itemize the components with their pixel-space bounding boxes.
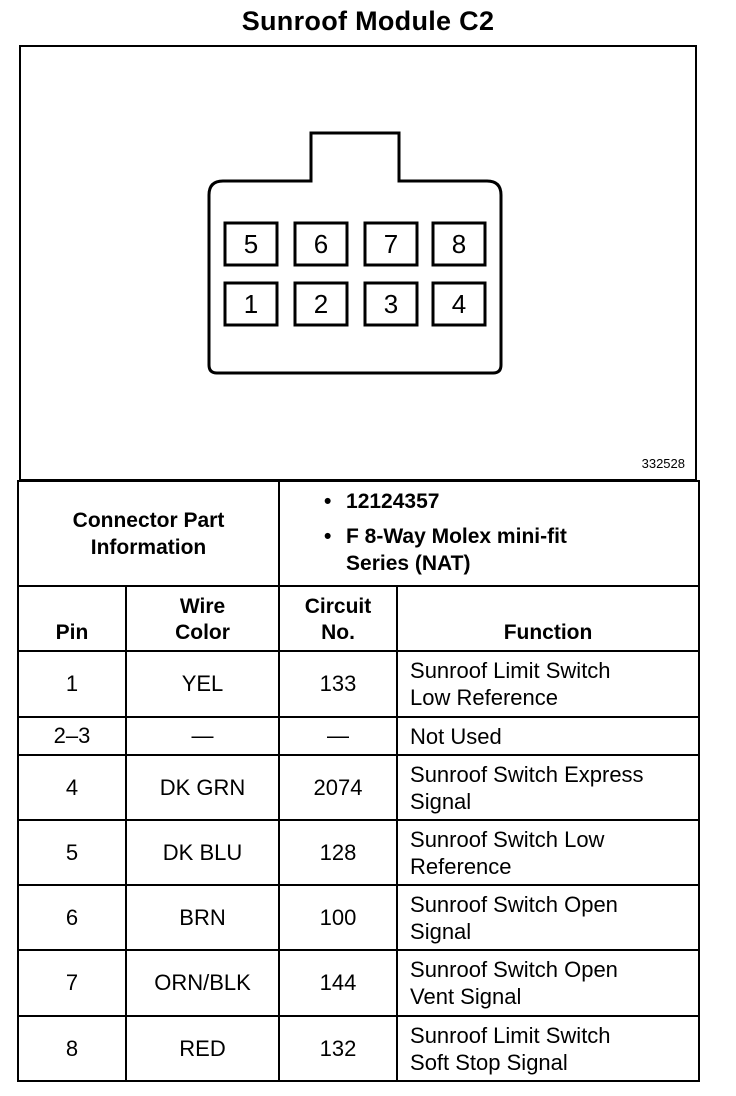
wire-color-cell: RED: [124, 1015, 281, 1082]
pin-cavity-2: [293, 281, 349, 327]
pin-cell: 8: [17, 1015, 127, 1082]
table-row: 1 YEL 133 Sunroof Limit Switch Low Refer…: [17, 650, 701, 718]
pin-cavity-3: [363, 281, 419, 327]
pin-cell: 1: [17, 650, 127, 718]
pin-cavity-6: [293, 221, 349, 267]
figure-number: 332528: [641, 456, 685, 471]
bullet: •: [324, 525, 332, 548]
circuit-cell: —: [278, 716, 399, 756]
pin-cell: 2–3: [17, 716, 127, 756]
part-info-label: Connector Part Information: [16, 480, 281, 587]
part-info-values: • 12124357 • F 8-Way Molex mini-fit Seri…: [278, 480, 701, 587]
function-cell: Sunroof Switch Express Signal: [396, 754, 701, 821]
bullet: •: [324, 490, 332, 513]
function-cell: Not Used: [396, 716, 701, 756]
function-cell: Sunroof Switch Open Signal: [396, 884, 701, 951]
wire-color-cell: YEL: [124, 650, 281, 718]
part-number-item: • 12124357: [280, 488, 698, 515]
pin-cavity-8: [431, 221, 487, 267]
connector-face-diagram: 5 6 7 8 1 2 3 4: [207, 131, 503, 375]
pin-number: 1: [244, 289, 258, 319]
table-row: 7 ORN/BLK 144 Sunroof Switch Open Vent S…: [17, 949, 701, 1017]
pin-number: 7: [384, 229, 398, 259]
header-function: Function: [396, 585, 701, 652]
pinout-table: Connector Part Information • 12124357 • …: [16, 480, 701, 1082]
wire-color-cell: —: [124, 716, 281, 756]
table-row: 6 BRN 100 Sunroof Switch Open Signal: [17, 884, 701, 951]
part-series-item: • F 8-Way Molex mini-fit Series (NAT): [280, 523, 698, 577]
header-circuit: Circuit No.: [278, 585, 399, 652]
part-info-row: Connector Part Information • 12124357 • …: [16, 480, 701, 587]
header-wire-color: Wire Color: [124, 585, 281, 652]
part-number: 12124357: [346, 490, 440, 513]
pin-number: 2: [314, 289, 328, 319]
connector-housing: [207, 131, 503, 375]
pin-number: 5: [244, 229, 258, 259]
wire-color-cell: BRN: [124, 884, 281, 951]
part-series: F 8-Way Molex mini-fit Series (NAT): [346, 525, 567, 575]
header-pin: Pin: [17, 585, 127, 652]
pin-number: 8: [452, 229, 466, 259]
function-cell: Sunroof Limit Switch Low Reference: [396, 650, 701, 718]
pin-cavity-5: [223, 221, 279, 267]
page-title: Sunroof Module C2: [241, 6, 495, 36]
pin-number: 6: [314, 229, 328, 259]
pin-cell: 7: [17, 949, 127, 1017]
function-cell: Sunroof Limit Switch Soft Stop Signal: [396, 1015, 701, 1082]
wire-color-cell: DK GRN: [124, 754, 281, 821]
function-cell: Sunroof Switch Open Vent Signal: [396, 949, 701, 1017]
table-row: 8 RED 132 Sunroof Limit Switch Soft Stop…: [17, 1015, 701, 1082]
circuit-cell: 144: [278, 949, 399, 1017]
circuit-cell: 100: [278, 884, 399, 951]
pin-number: 3: [384, 289, 398, 319]
connector-diagram-panel: 5 6 7 8 1 2 3 4 332528: [19, 45, 697, 481]
circuit-cell: 2074: [278, 754, 399, 821]
table-row: 5 DK BLU 128 Sunroof Switch Low Referenc…: [17, 819, 701, 886]
pin-cell: 5: [17, 819, 127, 886]
pin-number: 4: [452, 289, 466, 319]
wire-color-cell: ORN/BLK: [124, 949, 281, 1017]
pin-cavity-1: [223, 281, 279, 327]
function-cell: Sunroof Switch Low Reference: [396, 819, 701, 886]
pin-cell: 6: [17, 884, 127, 951]
header-row: Pin Wire Color Circuit No. Function: [17, 585, 701, 652]
circuit-cell: 133: [278, 650, 399, 718]
pin-cavity-4: [431, 281, 487, 327]
circuit-cell: 128: [278, 819, 399, 886]
pin-cell: 4: [17, 754, 127, 821]
table-row: 2–3 — — Not Used: [17, 716, 701, 756]
circuit-cell: 132: [278, 1015, 399, 1082]
pin-cavity-7: [363, 221, 419, 267]
wire-color-cell: DK BLU: [124, 819, 281, 886]
table-row: 4 DK GRN 2074 Sunroof Switch Express Sig…: [17, 754, 701, 821]
